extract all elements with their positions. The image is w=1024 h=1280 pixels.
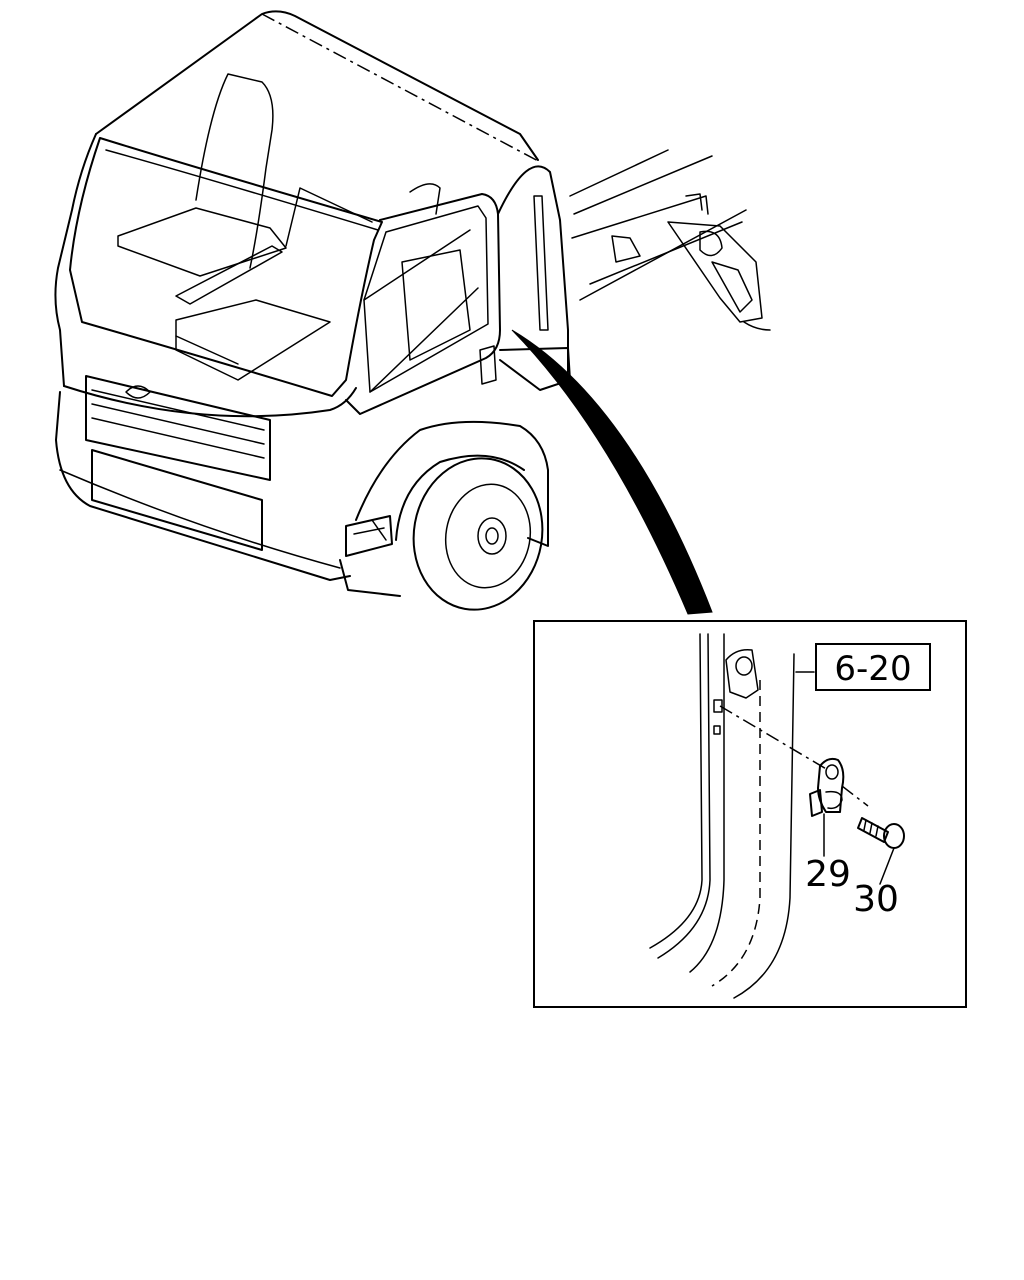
part-29-striker — [809, 757, 845, 817]
callout-29: 29 — [805, 854, 851, 895]
reference-label: 6-20 — [834, 649, 911, 689]
callout-30: 30 — [853, 879, 899, 920]
truck-cab-illustration — [54, 10, 571, 611]
callout-wedge — [511, 329, 713, 615]
reference-box: 6-20 — [815, 643, 931, 691]
chassis-frame — [569, 149, 771, 331]
